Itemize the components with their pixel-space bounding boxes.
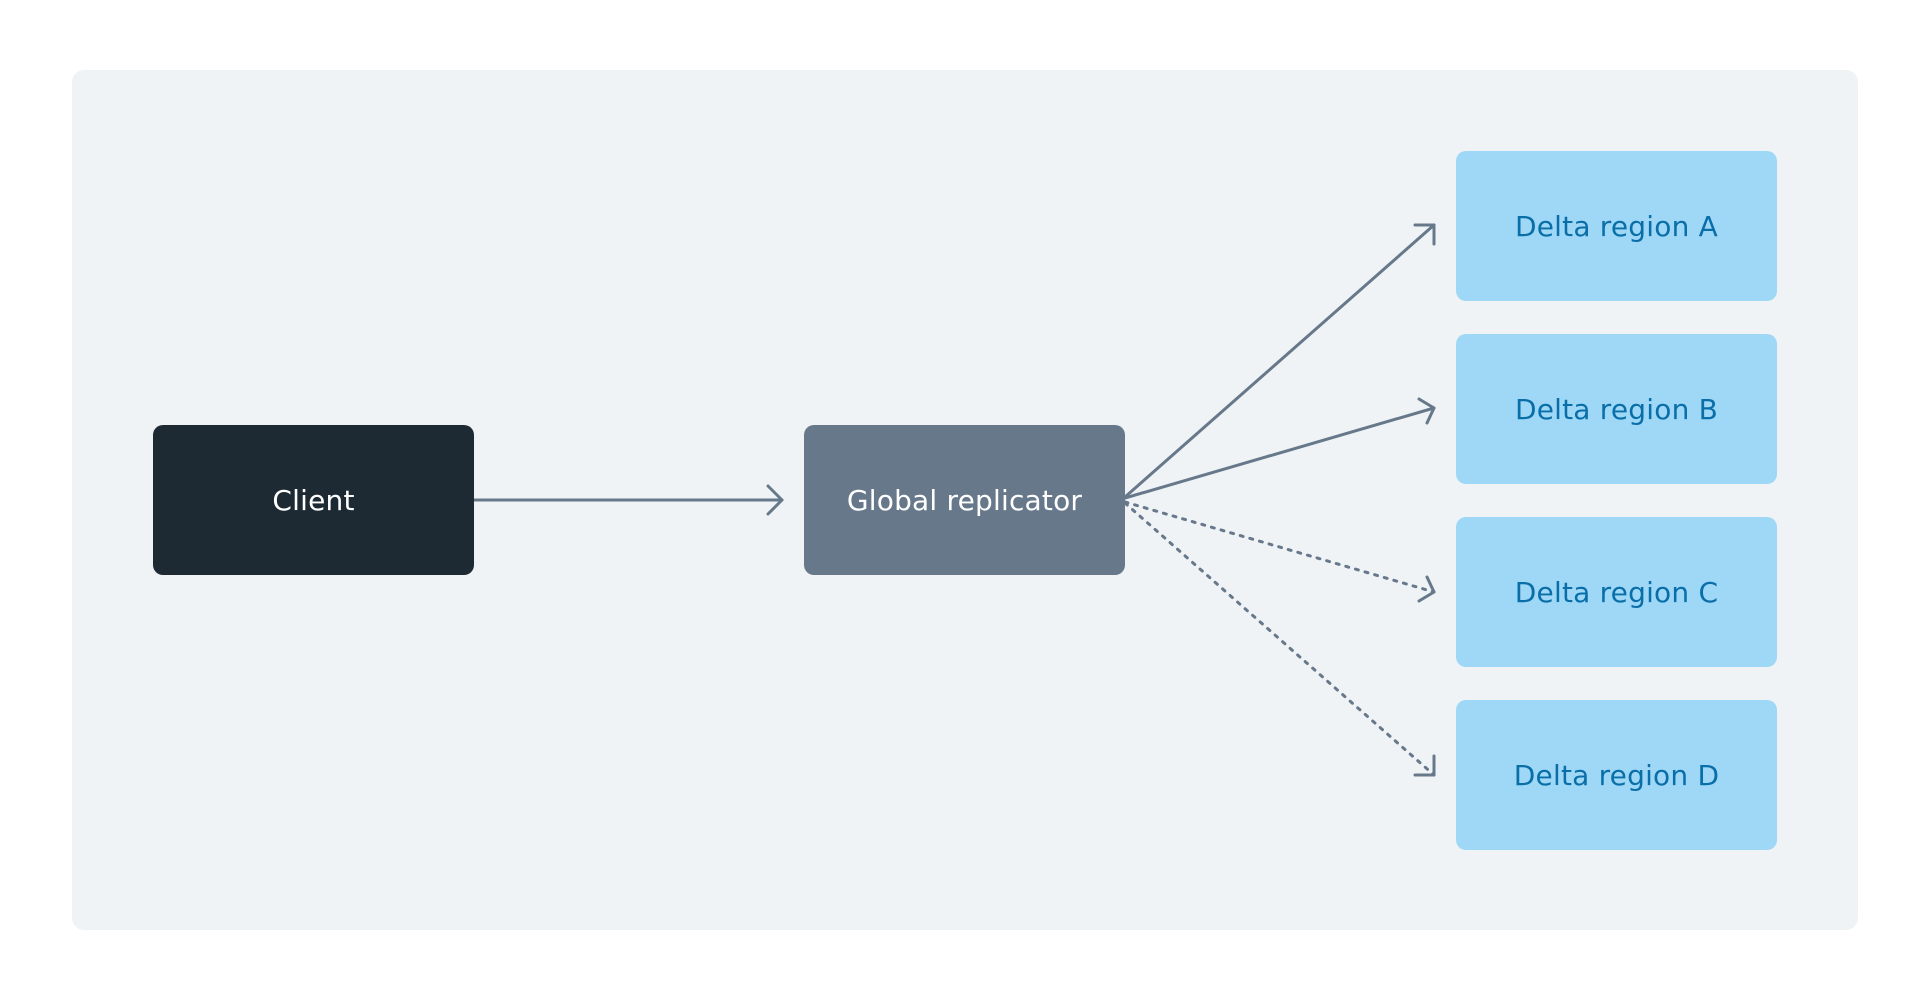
client-node: Client <box>153 425 474 575</box>
delta-region-a-label: Delta region A <box>1514 209 1718 243</box>
delta-region-c-node: Delta region C <box>1456 517 1777 667</box>
delta-region-b-label: Delta region B <box>1514 392 1719 426</box>
delta-region-c-label: Delta region C <box>1514 575 1719 609</box>
delta-region-d-label: Delta region D <box>1513 758 1720 792</box>
client-label: Client <box>272 483 355 517</box>
global-replicator-node: Global replicator <box>804 425 1125 575</box>
global-replicator-label: Global replicator <box>846 483 1083 517</box>
delta-region-b-node: Delta region B <box>1456 334 1777 484</box>
delta-region-d-node: Delta region D <box>1456 700 1777 850</box>
delta-region-a-node: Delta region A <box>1456 151 1777 301</box>
